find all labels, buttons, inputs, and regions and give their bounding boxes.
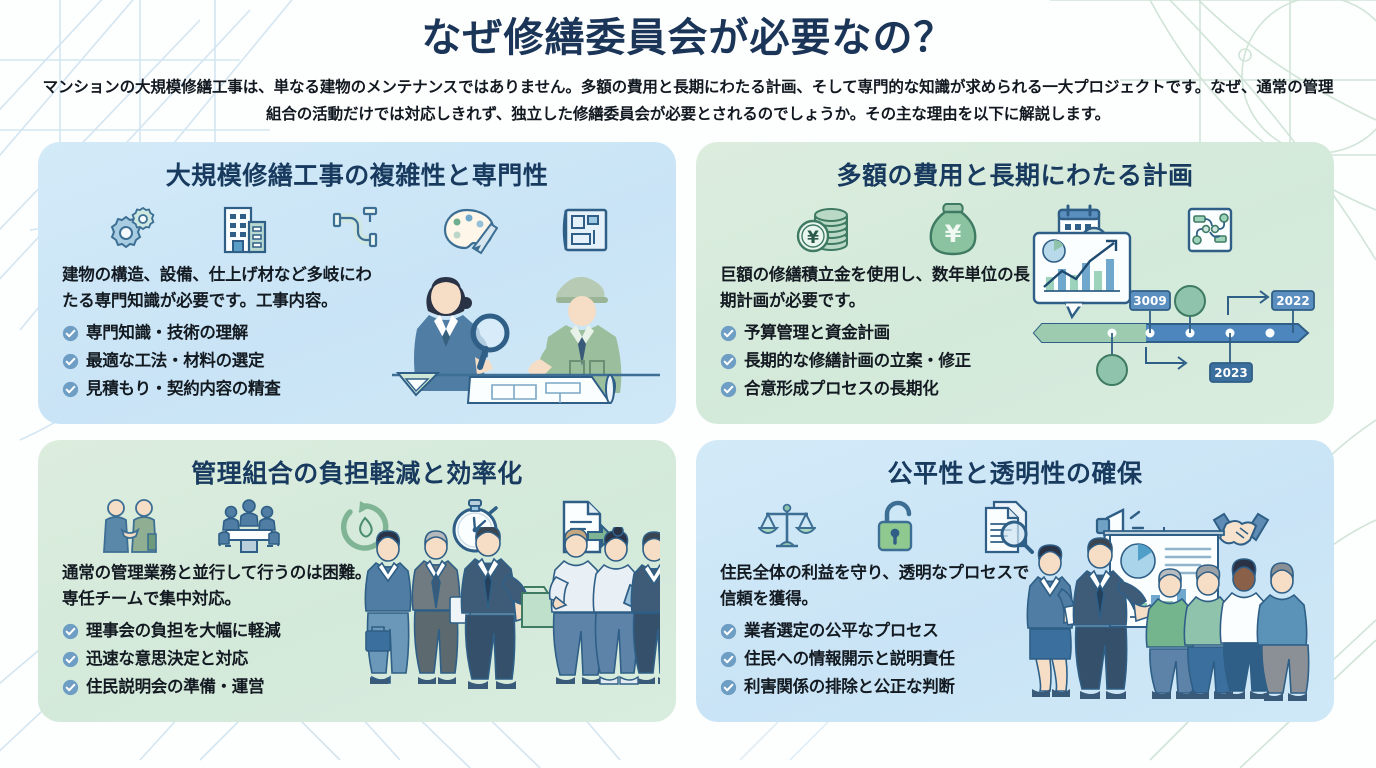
paint-palette-icon — [444, 209, 499, 255]
list-item: 迅速な意思決定と対応 — [62, 647, 376, 672]
list-item-label: 迅速な意思決定と対応 — [86, 649, 249, 669]
list-item-label: 合意形成プロセスの長期化 — [744, 378, 939, 398]
list-item: 見積もり・契約内容の精査 — [62, 377, 376, 402]
list-item: 住民説明会の準備・運営 — [62, 675, 376, 700]
scales-icon — [758, 503, 817, 548]
bullet-list: 業者選定の公平なプロセス 住民への情報開示と説明責任 利害関係の排除と公正な判断 — [720, 619, 1034, 699]
team-handing-over-documents-illustration — [364, 526, 660, 689]
card-title: 大規模修繕工事の複雑性と専門性 — [165, 161, 549, 191]
check-circle-icon — [720, 679, 737, 695]
check-circle-icon — [720, 381, 737, 397]
card-burden-reduction[interactable]: 管理組合の負担軽減と効率化 — [38, 440, 676, 723]
card-title: 管理組合の負担軽減と効率化 — [191, 459, 523, 489]
card-description: 通常の管理業務と並行して行うのは困難。専任チームで集中対応。 — [62, 563, 372, 608]
building-icon — [223, 207, 266, 254]
check-circle-icon — [720, 353, 737, 370]
list-item-label: 最適な工法・材料の選定 — [86, 351, 265, 371]
svg-text:¥: ¥ — [807, 228, 819, 248]
card-body: 住民全体の利益を守り、透明なプロセスで信頼を獲得。 業者選定の公平なプロセス 住… — [712, 526, 1318, 702]
pipes-icon — [332, 207, 378, 248]
presentation-to-residents-illustration — [1026, 526, 1310, 701]
card-body: 建物の構造、設備、仕上げ材など多岐にわたる専門知識が必要です。工事内容。 専門知… — [54, 258, 660, 404]
money-bag-icon: ¥ — [929, 203, 976, 256]
meeting-table-icon — [218, 499, 280, 554]
list-item-label: 業者選定の公平なプロセス — [744, 621, 939, 641]
bullet-list: 予算管理と資金計画 長期的な修繕計画の立案・修正 合意形成プロセスの長期化 — [720, 321, 1034, 401]
list-item: 業者選定の公平なプロセス — [720, 619, 1034, 644]
timeline-label: 2023 — [1214, 366, 1247, 380]
check-circle-icon — [62, 381, 79, 397]
list-item-label: 予算管理と資金計画 — [744, 323, 890, 343]
list-item-label: 見積もり・契約内容の精査 — [86, 378, 281, 398]
list-item-label: 理事会の負担を大幅に軽減 — [86, 621, 281, 641]
card-description: 巨額の修繕積立金を使用し、数年単位の長期計画が必要です。 — [720, 265, 1030, 310]
check-circle-icon — [720, 624, 737, 640]
list-item-label: 住民説明会の準備・運営 — [86, 676, 265, 696]
check-circle-icon — [62, 353, 79, 370]
card-fairness[interactable]: 公平性と透明性の確保 — [696, 440, 1334, 723]
check-circle-icon — [62, 326, 79, 342]
bullet-list: 理事会の負担を大幅に軽減 迅速な意思決定と対応 住民説明会の準備・運営 — [62, 619, 376, 699]
list-item: 利害関係の排除と公正な判断 — [720, 675, 1034, 700]
list-item-label: 利害関係の排除と公正な判断 — [744, 676, 955, 696]
list-item: 住民への情報開示と説明責任 — [720, 647, 1034, 672]
list-item: 長期的な修繕計画の立案・修正 — [720, 349, 1034, 374]
card-title: 多額の費用と長期にわたる計画 — [836, 161, 1194, 191]
intro-paragraph: マンションの大規模修繕工事は、単なる建物のメンテナンスではありません。多額の費用… — [42, 78, 1334, 124]
card-cost-and-plan[interactable]: 多額の費用と長期にわたる計画 ¥ — [696, 142, 1334, 425]
unlocked-padlock-icon — [877, 501, 913, 552]
card-complexity[interactable]: 大規模修繕工事の複雑性と専門性 — [38, 142, 676, 425]
document-magnifier-icon — [984, 501, 1034, 555]
check-circle-icon — [62, 624, 79, 640]
list-item: 専門知識・技術の理解 — [62, 321, 376, 346]
blueprint-icon — [563, 209, 608, 252]
refresh-cycle-icon — [341, 501, 389, 551]
page-title: なぜ修繕委員会が必要なの？ — [421, 15, 955, 61]
list-item: 理事会の負担を大幅に軽減 — [62, 619, 376, 644]
check-circle-icon — [62, 679, 79, 695]
bullet-list: 専門知識・技術の理解 最適な工法・材料の選定 見積もり・契約内容の精査 — [62, 321, 376, 401]
list-item: 最適な工法・材料の選定 — [62, 349, 376, 374]
check-circle-icon — [720, 326, 737, 342]
list-item: 予算管理と資金計画 — [720, 321, 1034, 346]
cards-grid: 大規模修繕工事の複雑性と専門性 — [38, 142, 1338, 723]
card-description: 住民全体の利益を守り、透明なプロセスで信頼を獲得。 — [720, 563, 1030, 608]
check-circle-icon — [720, 651, 737, 668]
check-circle-icon — [62, 651, 79, 668]
growth-chart-and-timeline-illustration: 3009 2022 2023 — [1032, 231, 1315, 386]
handshake-people-icon — [103, 499, 158, 554]
list-item-label: 長期的な修繕計画の立案・修正 — [744, 351, 971, 371]
timeline-label: 2022 — [1276, 294, 1309, 308]
list-item-label: 住民への情報開示と説明責任 — [744, 649, 955, 669]
list-item: 合意形成プロセスの長期化 — [720, 377, 1034, 402]
card-body: 巨額の修繕積立金を使用し、数年単位の長期計画が必要です。 予算管理と資金計画 長… — [712, 231, 1318, 404]
timeline-label: 3009 — [1133, 294, 1166, 308]
engineer-and-inspector-illustration — [392, 276, 660, 404]
card-description: 建物の構造、設備、仕上げ材など多岐にわたる専門知識が必要です。工事内容。 — [62, 265, 372, 310]
svg-text:¥: ¥ — [944, 220, 961, 248]
list-item-label: 専門知識・技術の理解 — [86, 323, 249, 343]
card-body: 通常の管理業務と並行して行うのは困難。専任チームで集中対応。 理事会の負担を大幅… — [54, 526, 660, 702]
coin-stack-icon: ¥ — [796, 208, 848, 253]
card-title: 公平性と透明性の確保 — [887, 459, 1143, 489]
gears-icon — [110, 207, 155, 249]
